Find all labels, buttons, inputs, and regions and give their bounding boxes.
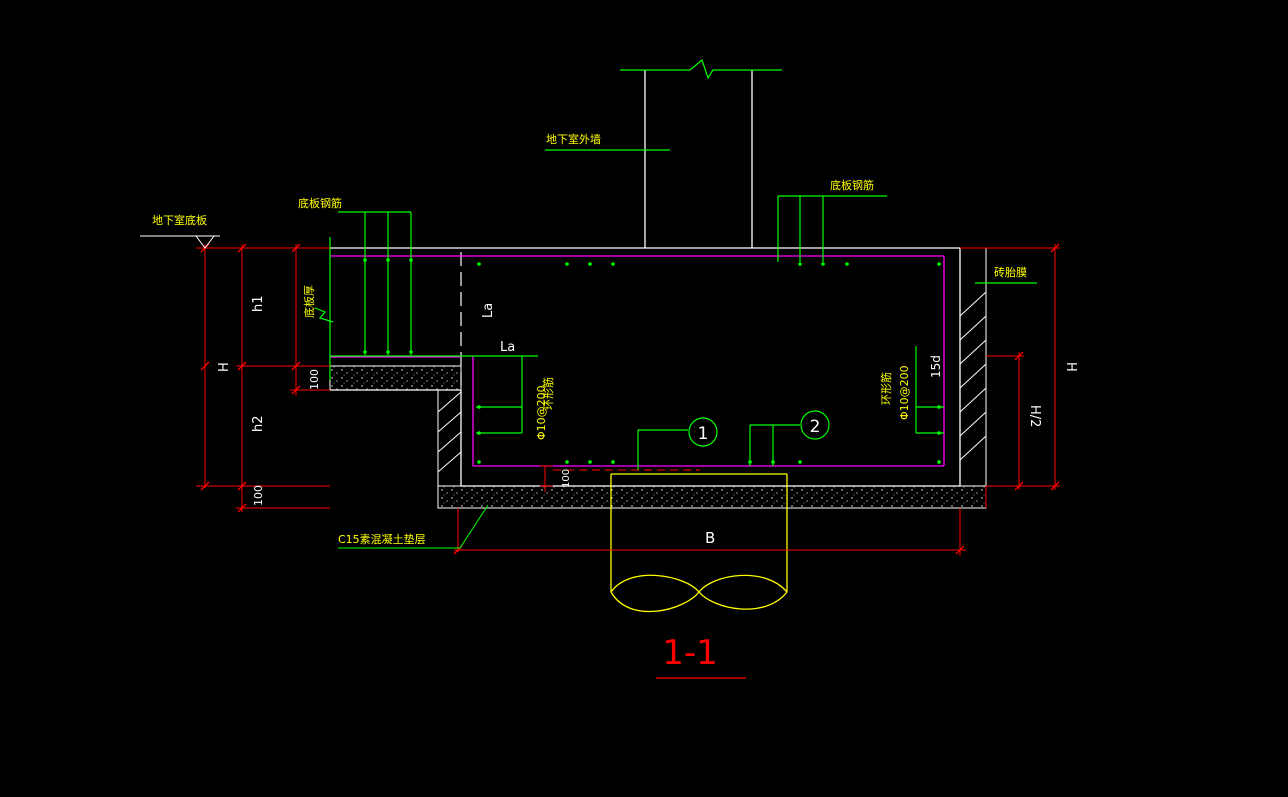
label-bottom-rebar-left: 底板钢筋 (298, 196, 342, 210)
label-ring-bar-left: 环形筋 (541, 377, 555, 410)
green-rebar (314, 149, 1037, 470)
dim-15d: 15d (929, 355, 943, 378)
dim-H-left: H (217, 362, 232, 372)
label-bottom-rebar-right: 底板钢筋 (830, 178, 874, 192)
label-slab-thickness: 底板厚 (302, 285, 316, 318)
dim-La-vertical: La (481, 303, 496, 318)
label-basement-floor: 地下室底板 (152, 213, 207, 227)
label-spacing-right: Φ10@200 (898, 365, 911, 420)
cushion-upper (329, 365, 462, 391)
dimension-lines (196, 244, 1060, 556)
dim-h2: h2 (251, 415, 266, 432)
label-spacing-left: Φ10@200 (535, 385, 548, 440)
dimension-ticks (200, 243, 1060, 555)
pile (610, 473, 788, 613)
label-brick-wall: 砖胎膜 (994, 265, 1027, 279)
section-title: 1-1 (662, 633, 718, 673)
dim-La-horizontal: La (500, 340, 515, 355)
label-ring-bar-right: 环形筋 (879, 372, 893, 405)
dim-B: B (705, 529, 715, 547)
dim-h1: h1 (251, 295, 266, 312)
label-basement-wall: 地下室外墙 (546, 132, 601, 146)
cushion-leader (338, 504, 489, 549)
basement-wall (644, 70, 753, 248)
dim-half-H: H/2 (1027, 405, 1042, 427)
marker-1-label: 1 (698, 424, 709, 444)
dim-100-left-upper: 100 (308, 369, 321, 390)
marker-1: 1 (688, 417, 718, 447)
marker-2-label: 2 (810, 417, 821, 437)
marker-2: 2 (800, 410, 830, 440)
dim-H-right: H (1063, 362, 1078, 372)
dim-100-left-lower: 100 (252, 485, 265, 506)
dim-100-center: 100 (561, 469, 572, 488)
brick-formwork-right (959, 247, 987, 487)
break-line (620, 58, 782, 80)
rebar-dots (363, 258, 941, 464)
brick-formwork-left (437, 389, 462, 487)
main-rebar (330, 255, 945, 467)
label-c15-cushion: C15素混凝土垫层 (338, 532, 426, 546)
floor-level-symbol (140, 235, 220, 249)
cushion-bottom (437, 485, 987, 509)
